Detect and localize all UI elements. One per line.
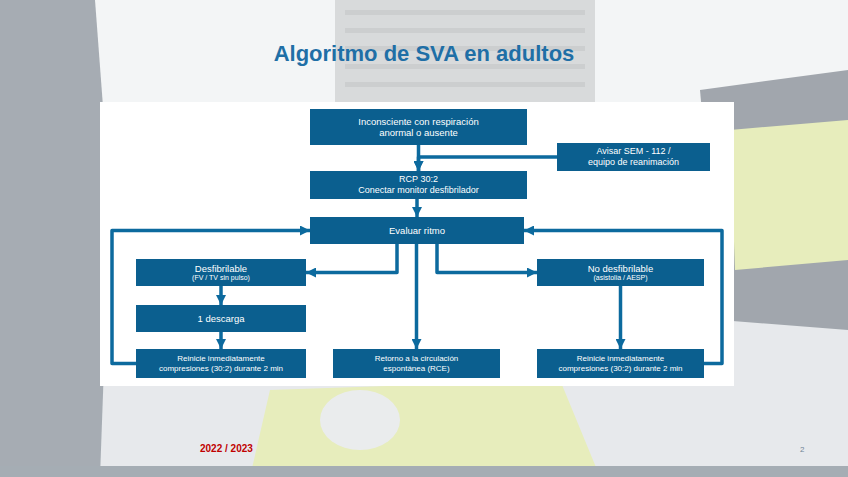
box-text: RCP 30:2: [399, 174, 438, 185]
flow-arrow: [415, 199, 419, 217]
process-box: Reinicie inmediatamente compresiones (30…: [537, 349, 704, 378]
process-box: Evaluar ritmo: [310, 217, 524, 244]
page-number: 2: [800, 445, 804, 454]
flow-arrow: [524, 231, 722, 364]
box-text: Avisar SEM - 112 / equipo de reanimación: [585, 146, 682, 168]
flow-arrow: [219, 286, 223, 305]
box-text: 1 descarga: [197, 313, 244, 324]
process-box: Inconsciente con respiración anormal o a…: [310, 109, 527, 145]
box-text: No desfibrilable: [588, 263, 653, 274]
flow-arrow: [219, 332, 223, 349]
box-text: Reinicie inmediatamente compresiones (30…: [555, 354, 686, 373]
flow-arrow: [437, 244, 537, 273]
flow-arrow: [415, 244, 419, 349]
flow-arrow: [619, 286, 623, 349]
footer-bar: [0, 466, 848, 477]
process-box: Retorno a la circulación espontánea (RCE…: [333, 349, 500, 378]
flow-arrow: [419, 157, 558, 171]
box-text: Inconsciente con respiración anormal o a…: [348, 116, 489, 139]
process-box: RCP 30:2Conectar monitor desfibrilador: [310, 171, 527, 199]
slide-title: Algoritmo de SVA en adultos: [0, 41, 848, 67]
flow-arrow: [306, 244, 397, 273]
flow-arrow: [112, 231, 310, 364]
box-text: Reinicie inmediatamente compresiones (30…: [154, 354, 288, 373]
box-subtext: Conectar monitor desfibrilador: [358, 185, 479, 196]
box-text: Desfibrilable: [195, 263, 247, 274]
box-text: Evaluar ritmo: [389, 225, 445, 236]
process-box: 1 descarga: [136, 305, 306, 332]
process-box: Avisar SEM - 112 / equipo de reanimación: [557, 143, 710, 171]
process-box: No desfibrilable(asistolia / AESP): [537, 259, 704, 286]
box-text: Retorno a la circulación espontánea (RCE…: [368, 354, 465, 373]
box-subtext: (FV / TV sin pulso): [192, 274, 250, 282]
year-label: 2022 / 2023: [200, 443, 253, 454]
process-box: Reinicie inmediatamente compresiones (30…: [136, 349, 306, 378]
box-subtext: (asistolia / AESP): [593, 274, 647, 282]
process-box: Desfibrilable(FV / TV sin pulso): [136, 259, 306, 286]
diagram-panel: [100, 102, 734, 386]
